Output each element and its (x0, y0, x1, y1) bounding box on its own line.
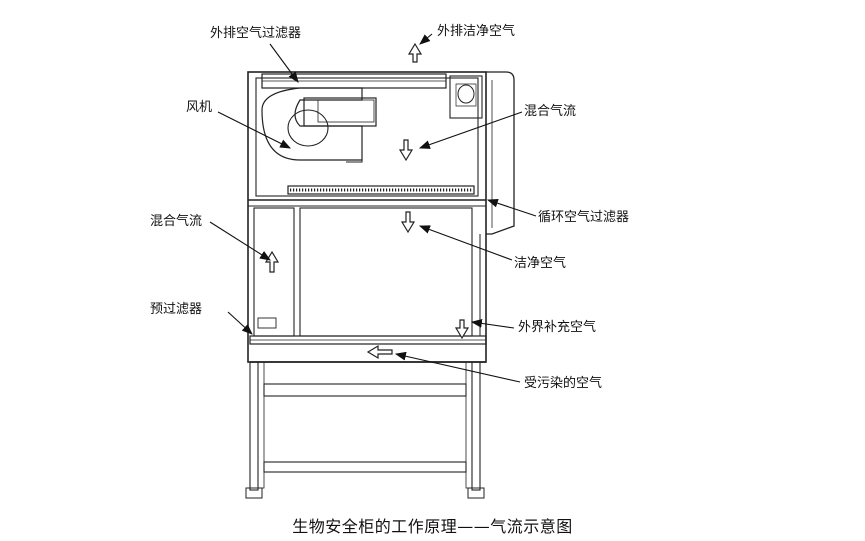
recirc-filter-bar (287, 185, 475, 195)
stand-crossbar-lower (263, 461, 467, 473)
stand-crossbar-upper (263, 383, 467, 397)
arrow-exhaust-up (407, 42, 423, 63)
stand-leg-right (471, 361, 481, 491)
arrow-contaminated-left (366, 344, 393, 360)
label-make-up-air: 外界补充空气 (518, 320, 597, 335)
label-recirc-filter: 循环空气过滤器 (538, 210, 630, 225)
label-exhaust-clean-air: 外排洁净空气 (437, 24, 516, 39)
diagram-caption: 生物安全柜的工作原理——气流示意图 (292, 517, 573, 536)
arrow-makeup-down (454, 319, 470, 340)
label-clean-air: 洁净空气 (514, 256, 567, 271)
arrow-clean-down (400, 211, 416, 234)
label-mixed-airflow-left: 混合气流 (150, 214, 203, 229)
label-pre-filter: 预过滤器 (150, 302, 203, 317)
arrow-left-up (264, 250, 280, 273)
front-sash (486, 71, 515, 235)
stand-leg-left (249, 361, 259, 491)
label-contaminated-air: 受污染的空气 (524, 376, 603, 391)
label-exhaust-filter: 外排空气过滤器 (210, 26, 302, 41)
label-fan: 风机 (186, 100, 213, 115)
work-chamber (299, 207, 473, 337)
label-mixed-airflow-top: 混合气流 (524, 104, 577, 119)
fan-housing (261, 87, 363, 161)
arrow-mixed-down (398, 139, 414, 162)
